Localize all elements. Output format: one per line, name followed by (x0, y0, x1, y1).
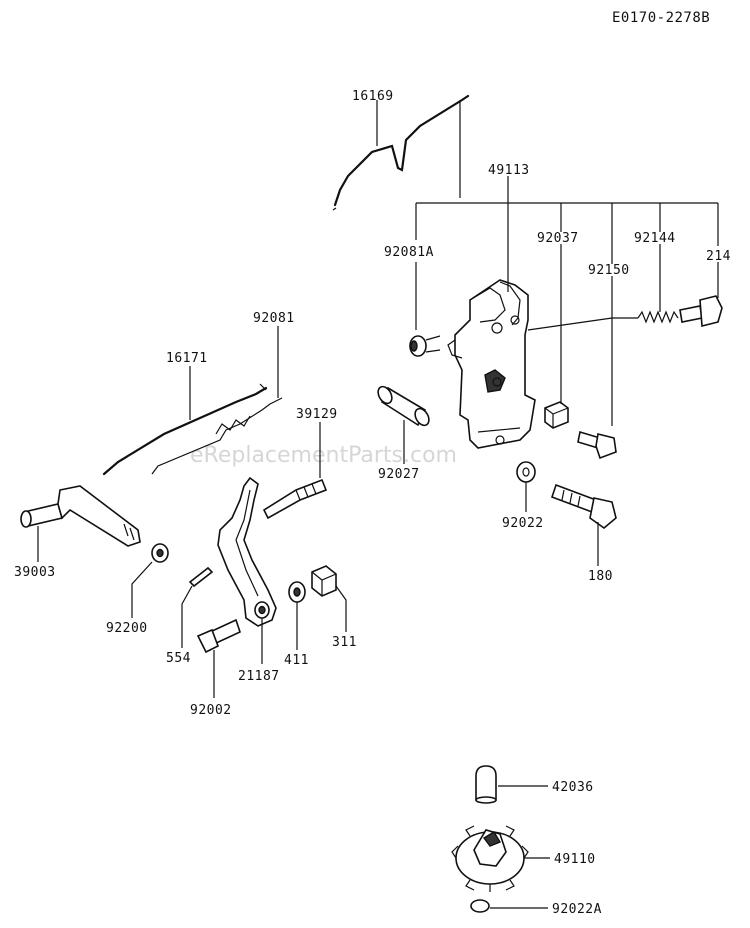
callout-214: 214 (706, 249, 731, 264)
spring-92081A-drawing (409, 335, 441, 357)
spring-92144-drawing (637, 310, 679, 324)
callout-49113: 49113 (488, 163, 530, 178)
watermark: eReplacementParts.com (190, 443, 457, 468)
callout-180: 180 (588, 569, 613, 584)
pin-554-drawing (188, 566, 214, 588)
callout-42036: 42036 (552, 780, 594, 795)
cylinder-92027-drawing (377, 385, 430, 427)
callout-92027: 92027 (378, 467, 420, 482)
rod-16171-drawing (102, 383, 268, 476)
spring-39129-drawing (262, 478, 328, 520)
bolt-214-drawing (679, 295, 723, 328)
callout-92022: 92022 (502, 516, 544, 531)
spring-92081-drawing (151, 397, 283, 475)
callout-411: 411 (284, 653, 309, 668)
nut-311-drawing (311, 565, 337, 597)
rod-16169-drawing (332, 94, 470, 211)
washer-92022-drawing (516, 461, 536, 483)
callout-39129: 39129 (296, 407, 338, 422)
bolt-180-drawing (550, 483, 617, 530)
callout-16169: 16169 (352, 89, 394, 104)
callout-311: 311 (332, 635, 357, 650)
control-plate-49113-drawing (447, 279, 536, 449)
reference-code: E0170-2278B (612, 10, 710, 26)
washer-411-drawing (288, 581, 306, 603)
callout-92200: 92200 (106, 621, 148, 636)
callout-49110: 49110 (554, 852, 596, 867)
bolt-92002-drawing (196, 618, 241, 654)
gear-49110-drawing (451, 825, 529, 892)
callout-92144: 92144 (634, 231, 676, 246)
callout-92150: 92150 (588, 263, 630, 278)
lever-21187-drawing (217, 476, 277, 627)
callout-39003: 39003 (14, 565, 56, 580)
callout-92022A: 92022A (552, 902, 602, 917)
cap-42036-drawing (475, 765, 497, 804)
callout-554: 554 (166, 651, 191, 666)
callout-21187: 21187 (238, 669, 280, 684)
washer-92200-drawing (151, 543, 169, 563)
washer-92022A-drawing (470, 899, 490, 913)
callout-92081: 92081 (253, 311, 295, 326)
callout-92081A: 92081A (384, 245, 434, 260)
callout-92002: 92002 (190, 703, 232, 718)
leader-lines (37, 100, 719, 909)
shaft-39003-drawing (20, 485, 141, 547)
block-92037-drawing (544, 401, 569, 429)
callout-92037: 92037 (537, 231, 579, 246)
callout-16171: 16171 (166, 351, 208, 366)
bolt-small-drawing (577, 430, 617, 460)
